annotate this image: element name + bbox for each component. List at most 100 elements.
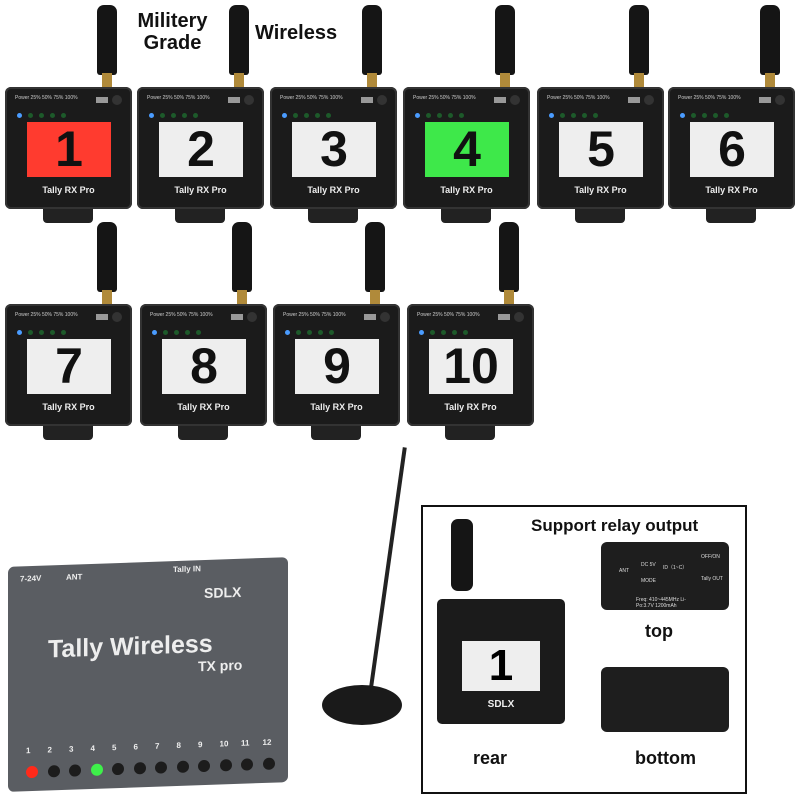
brand-label: SDLX xyxy=(204,583,242,602)
transmitter-unit: 7-24V ANT Tally IN SDLX Tally Wireless T… xyxy=(8,557,288,792)
battery-icon xyxy=(96,97,108,103)
indicator-labels: Power 25% 50% 75% 100% xyxy=(678,95,741,101)
battery-icon xyxy=(364,314,376,320)
receiver-body: Power 25% 50% 75% 100% 8 Tally RX Pro xyxy=(140,304,267,426)
antenna-base xyxy=(322,685,402,725)
receiver-body: Power 25% 50% 75% 100% 5 Tally RX Pro xyxy=(537,87,664,209)
id-label: ID（1~C） xyxy=(663,565,688,571)
power-button[interactable] xyxy=(514,312,524,322)
ant-label: ANT xyxy=(66,572,83,582)
indicator-leds xyxy=(282,105,337,123)
antenna-icon xyxy=(229,5,249,75)
caption-rear: rear xyxy=(473,748,508,768)
channel-led xyxy=(90,763,103,777)
antenna-icon xyxy=(629,5,649,75)
channel-led xyxy=(198,759,210,773)
rear-brand: SDLX xyxy=(487,699,515,710)
shoe-mount xyxy=(706,209,756,223)
receiver-body: Power 25% 50% 75% 100% 1 Tally RX Pro xyxy=(5,87,132,209)
indicator-labels: Power 25% 50% 75% 100% xyxy=(280,95,343,101)
battery-icon xyxy=(361,97,373,103)
indicator-labels: Power 25% 50% 75% 100% xyxy=(413,95,476,101)
power-label: 7-24V xyxy=(20,573,42,584)
antenna-connector xyxy=(237,290,247,304)
receiver-body: Power 25% 50% 75% 100% 3 Tally RX Pro xyxy=(270,87,397,209)
power-button[interactable] xyxy=(380,312,390,322)
ant-port-label: ANT xyxy=(619,568,629,574)
model-label: Tally RX Pro xyxy=(705,185,758,195)
power-button[interactable] xyxy=(112,312,122,322)
receiver-body: Power 25% 50% 75% 100% 10 Tally RX Pro xyxy=(407,304,534,426)
indicator-labels: Power 25% 50% 75% 100% xyxy=(150,312,213,318)
power-button[interactable] xyxy=(112,95,122,105)
tally-screen: 4 xyxy=(425,122,509,177)
battery-icon xyxy=(498,314,510,320)
indicator-labels: Power 25% 50% 75% 100% xyxy=(417,312,480,318)
transmitter-subtitle: TX pro xyxy=(198,656,243,675)
model-label: Tally RX Pro xyxy=(177,402,230,412)
caption-top: top xyxy=(645,621,673,641)
shoe-mount xyxy=(175,209,225,223)
antenna-connector xyxy=(500,73,510,87)
channel-label: 12 xyxy=(262,737,272,748)
tally-in-label: Tally IN xyxy=(173,564,201,575)
antenna-connector xyxy=(504,290,514,304)
power-button[interactable] xyxy=(377,95,387,105)
receiver-body: Power 25% 50% 75% 100% 6 Tally RX Pro xyxy=(668,87,795,209)
detail-panel: Support relay output 1 SDLX rear DC 5V A… xyxy=(421,505,747,794)
tally-receiver: Power 25% 50% 75% 100% 10 Tally RX Pro xyxy=(407,222,534,440)
channel-led xyxy=(219,759,232,772)
indicator-leds xyxy=(149,105,204,123)
channel-label: 11 xyxy=(241,738,250,748)
power-button[interactable] xyxy=(644,95,654,105)
power-button[interactable] xyxy=(244,95,254,105)
power-button[interactable] xyxy=(247,312,257,322)
channel-label: 9 xyxy=(198,740,203,750)
model-label: Tally RX Pro xyxy=(42,185,95,195)
dc-label: DC 5V xyxy=(641,562,656,568)
receiver-body: Power 25% 50% 75% 100% 2 Tally RX Pro xyxy=(137,87,264,209)
antenna-connector xyxy=(234,73,244,87)
transmitter-title: Tally Wireless xyxy=(48,629,213,664)
tally-receiver: Power 25% 50% 75% 100% 9 Tally RX Pro xyxy=(273,222,400,440)
antenna-icon xyxy=(499,222,519,292)
spec-label: Freq: 410~445MHz Li-Po:3.7V 1200mAh xyxy=(636,597,686,609)
channel-led xyxy=(176,760,189,774)
shoe-mount xyxy=(441,209,491,223)
tally-screen: 5 xyxy=(559,122,643,177)
battery-icon xyxy=(96,314,108,320)
power-button[interactable] xyxy=(510,95,520,105)
receiver-body: Power 25% 50% 75% 100% 7 Tally RX Pro xyxy=(5,304,132,426)
channel-label: 8 xyxy=(176,740,181,751)
antenna-connector xyxy=(102,73,112,87)
shoe-mount xyxy=(575,209,625,223)
channel-label: 2 xyxy=(47,745,52,755)
tally-receiver: Power 25% 50% 75% 100% 8 Tally RX Pro xyxy=(140,222,267,440)
channel-label: 4 xyxy=(90,743,95,754)
rear-screen: 1 xyxy=(462,641,540,691)
battery-icon xyxy=(628,97,640,103)
tally-receiver: Power 25% 50% 75% 100% 4 Tally RX Pro xyxy=(403,5,530,223)
channel-led xyxy=(133,762,146,775)
channel-label: 5 xyxy=(112,743,117,753)
indicator-leds xyxy=(549,105,604,123)
power-button[interactable] xyxy=(775,95,785,105)
tally-receiver: Power 25% 50% 75% 100% 6 Tally RX Pro xyxy=(668,5,795,223)
indicator-labels: Power 25% 50% 75% 100% xyxy=(283,312,346,318)
mode-label: MODE xyxy=(641,578,656,584)
indicator-leds xyxy=(17,322,72,340)
tally-receiver: Power 25% 50% 75% 100% 2 Tally RX Pro xyxy=(137,5,264,223)
receiver-body: Power 25% 50% 75% 100% 4 Tally RX Pro xyxy=(403,87,530,209)
top-panel: DC 5V ANT MODE ID（1~C） OFF/ON Tally OUT … xyxy=(601,542,729,610)
antenna-connector xyxy=(370,290,380,304)
indicator-labels: Power 25% 50% 75% 100% xyxy=(15,95,78,101)
switch-label: OFF/ON xyxy=(701,554,720,560)
antenna-connector xyxy=(765,73,775,87)
tally-receiver: Power 25% 50% 75% 100% 3 Tally RX Pro xyxy=(270,5,397,223)
antenna-icon xyxy=(97,5,117,75)
channel-label: 3 xyxy=(69,744,74,754)
indicator-labels: Power 25% 50% 75% 100% xyxy=(547,95,610,101)
caption-bottom: bottom xyxy=(635,748,696,768)
shoe-mount xyxy=(311,426,361,440)
indicator-labels: Power 25% 50% 75% 100% xyxy=(147,95,210,101)
